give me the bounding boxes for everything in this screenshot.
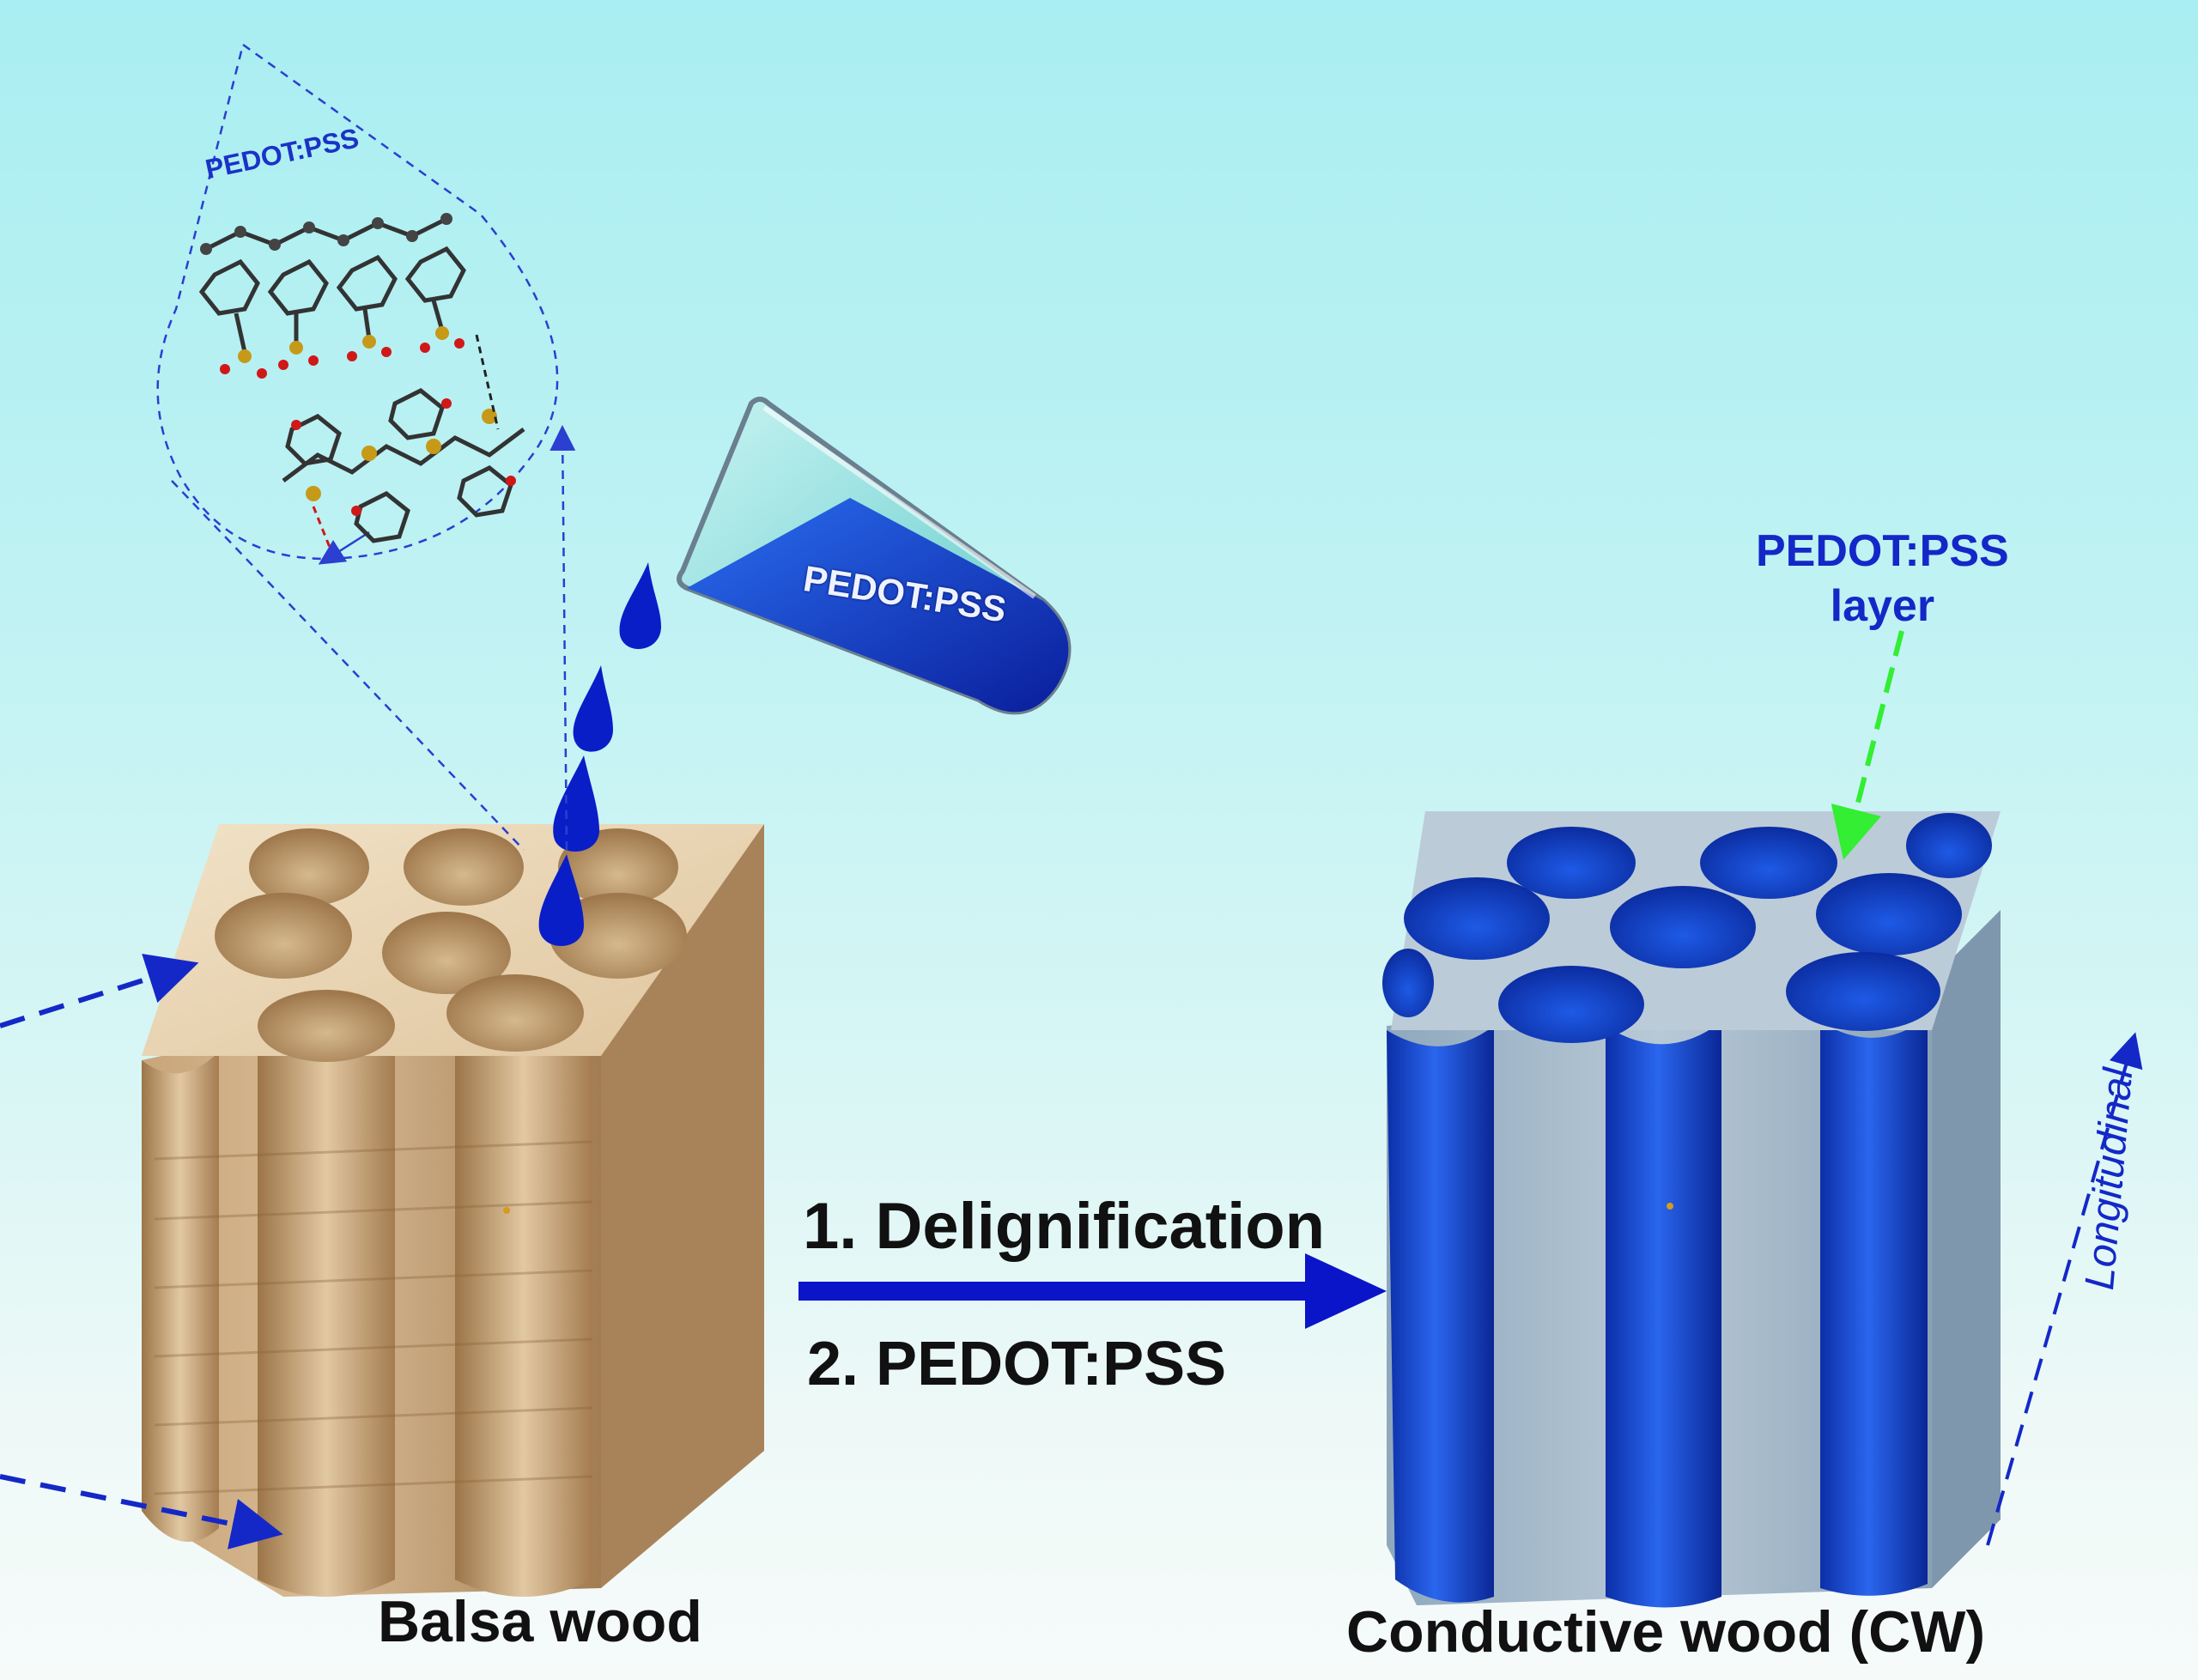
balsa-wood-block [142, 824, 764, 1597]
balsa-pointer-arrows [0, 953, 283, 1550]
process-arrow [798, 1253, 1387, 1329]
test-tube [677, 397, 1072, 715]
conductive-wood-block [1382, 811, 2001, 1608]
step-2-label: 2. PEDOT:PSS [807, 1330, 1227, 1398]
pedot-layer-label-line1: PEDOT:PSS [1756, 526, 2009, 576]
pedot-layer-label-line2: layer [1830, 581, 1935, 631]
balsa-wood-label: Balsa wood [378, 1589, 702, 1654]
step-1-label: 1. Delignification [803, 1190, 1326, 1263]
longitudinal-arrow [1986, 1032, 2143, 1546]
pedot-droplets [538, 562, 661, 946]
pedot-layer-label: PEDOT:PSS layer [1756, 524, 2009, 634]
molecule-inset [156, 42, 576, 851]
conductive-wood-label: Conductive wood (CW) [1346, 1599, 1986, 1665]
